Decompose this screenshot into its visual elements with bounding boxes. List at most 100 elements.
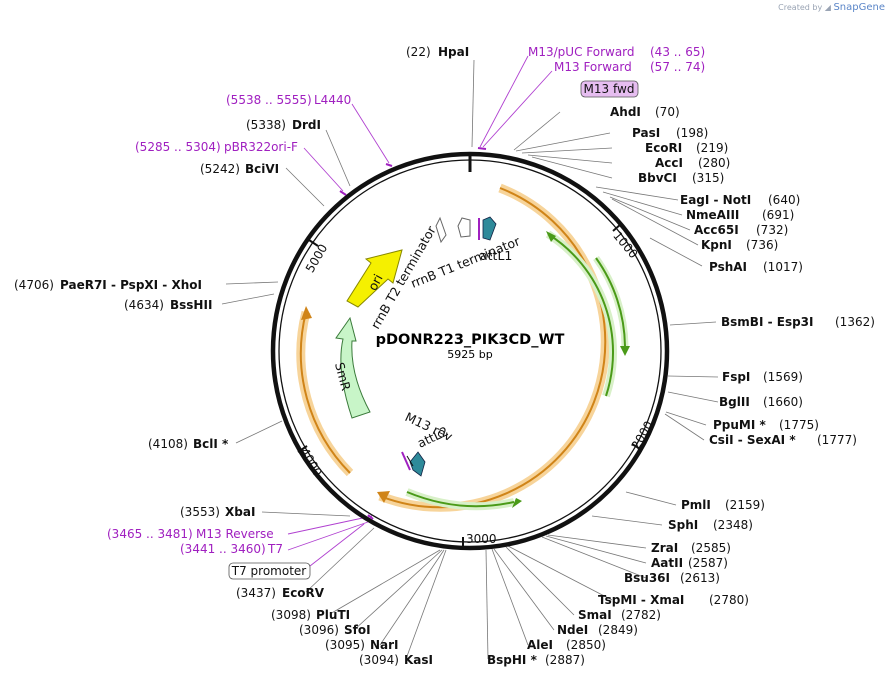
site-name-kasi[interactable]: KasI bbox=[404, 653, 433, 667]
site-name-acci[interactable]: AccI bbox=[655, 156, 683, 170]
site-pos-bcivi: (5242) bbox=[200, 162, 240, 176]
tick-label-3000: 3000 bbox=[466, 532, 497, 546]
site-pos-pmli: (2159) bbox=[725, 498, 765, 512]
m13fwd-box-label: M13 fwd bbox=[584, 82, 635, 96]
site-name-pshai[interactable]: PshAI bbox=[709, 260, 747, 274]
t7-promoter-box-label: T7 promoter bbox=[231, 564, 307, 578]
rrnb-t1-terminator-glyph bbox=[457, 217, 471, 238]
site-pos-nmeaiii: (691) bbox=[762, 208, 794, 222]
site-name-ndei[interactable]: NdeI bbox=[557, 623, 588, 637]
primer-range-l4440: (5538 .. 5555) bbox=[226, 93, 312, 107]
site-pos-csii-sexai: (1777) bbox=[817, 433, 857, 447]
primer-name-t7[interactable]: T7 bbox=[267, 542, 283, 556]
site-name-sfoi[interactable]: SfoI bbox=[344, 623, 371, 637]
site-name-nmeaiii[interactable]: NmeAIII bbox=[686, 208, 739, 222]
site-pos-paer7i-pspxi-xhoi: (4706) bbox=[14, 278, 54, 292]
primer-range-pbr322ori-f: (5285 .. 5304) bbox=[135, 140, 221, 154]
scale-tick-marks bbox=[297, 223, 643, 548]
t7-promoter-box[interactable] bbox=[228, 562, 311, 580]
primer-name-m13-forward[interactable]: M13 Forward bbox=[554, 60, 632, 74]
site-name-pasi[interactable]: PasI bbox=[632, 126, 660, 140]
site-name-alei[interactable]: AleI bbox=[527, 638, 553, 652]
site-name-fspi[interactable]: FspI bbox=[722, 370, 750, 384]
orf-arc-2-arrowhead bbox=[620, 346, 630, 356]
site-name-bsshii[interactable]: BssHII bbox=[170, 298, 212, 312]
site-name-zrai[interactable]: ZraI bbox=[651, 541, 678, 555]
site-pos-fspi: (1569) bbox=[763, 370, 803, 384]
m13fwd-box[interactable] bbox=[580, 80, 639, 98]
primer-name-pbr322ori-f[interactable]: pBR322ori-F bbox=[224, 140, 298, 154]
site-pos-bsphi: (2887) bbox=[545, 653, 585, 667]
attl2-feature bbox=[409, 451, 426, 477]
site-name-csii-sexai[interactable]: CsiI - SexAI * bbox=[709, 433, 796, 447]
site-pos-tspmi-xmai: (2780) bbox=[709, 593, 749, 607]
site-name-bcli[interactable]: BclI * bbox=[193, 437, 229, 451]
site-name-bsmbi-esp3i[interactable]: BsmBI - Esp3I bbox=[721, 315, 813, 329]
credit-prefix: Created by bbox=[778, 3, 823, 12]
site-pos-nari: (3095) bbox=[325, 638, 365, 652]
primer-range-m13-puc-forward: (43 .. 65) bbox=[650, 45, 705, 59]
site-pos-bcli: (4108) bbox=[148, 437, 188, 451]
orf-arc-1 bbox=[547, 233, 614, 397]
site-name-ecorv[interactable]: EcoRV bbox=[282, 586, 325, 600]
site-name-hpai[interactable]: HpaI bbox=[438, 45, 469, 59]
orf-arc-3-arrowhead bbox=[512, 498, 522, 508]
tick-label-4000: 4000 bbox=[297, 445, 324, 478]
site-pos-bsmbi-esp3i: (1362) bbox=[835, 315, 875, 329]
primer-name-m13-reverse[interactable]: M13 Reverse bbox=[196, 527, 274, 541]
site-name-drdi[interactable]: DrdI bbox=[292, 118, 321, 132]
site-pos-sphi: (2348) bbox=[713, 518, 753, 532]
site-pos-xbai: (3553) bbox=[180, 505, 220, 519]
site-name-nari[interactable]: NarI bbox=[370, 638, 399, 652]
left-arc bbox=[299, 311, 351, 474]
primer-site-marks bbox=[339, 147, 487, 520]
snapgene-logo-icon: ◢ bbox=[824, 3, 831, 12]
site-pos-pshai: (1017) bbox=[763, 260, 803, 274]
site-pos-alei: (2850) bbox=[566, 638, 606, 652]
site-name-ppumi[interactable]: PpuMI * bbox=[713, 418, 767, 432]
site-pos-ahdi: (70) bbox=[655, 105, 680, 119]
site-name-bcivi[interactable]: BciVI bbox=[245, 162, 279, 176]
site-pos-kasi: (3094) bbox=[359, 653, 399, 667]
site-pos-ndei: (2849) bbox=[598, 623, 638, 637]
primer-name-m13-puc-forward[interactable]: M13/pUC Forward bbox=[528, 45, 635, 59]
smr-label: SmR bbox=[332, 361, 354, 393]
site-name-kpni[interactable]: KpnI bbox=[701, 238, 732, 252]
site-name-paer7i-pspxi-xhoi[interactable]: PaeR7I - PspXI - XhoI bbox=[60, 278, 202, 292]
smr-feature bbox=[335, 316, 371, 419]
ori-label: ori bbox=[365, 272, 386, 293]
primer-leader-lines bbox=[287, 55, 553, 567]
site-name-bsu36i[interactable]: Bsu36I bbox=[624, 571, 670, 585]
site-pos-acc65i: (732) bbox=[756, 223, 788, 237]
site-name-sphi[interactable]: SphI bbox=[668, 518, 698, 532]
site-name-pluti[interactable]: PluTI bbox=[316, 608, 350, 622]
site-name-acc65i[interactable]: Acc65I bbox=[694, 223, 739, 237]
site-name-bbvci[interactable]: BbvCI bbox=[638, 171, 677, 185]
primer-name-l4440[interactable]: L4440 bbox=[314, 93, 351, 107]
site-name-ahdi[interactable]: AhdI bbox=[610, 105, 641, 119]
primer-range-m13-reverse: (3465 .. 3481) bbox=[107, 527, 193, 541]
site-name-pmli[interactable]: PmlI bbox=[681, 498, 711, 512]
site-name-ecori[interactable]: EcoRI bbox=[645, 141, 682, 155]
plasmid-name: pDONR223_PIK3CD_WT bbox=[376, 332, 565, 348]
site-name-smai[interactable]: SmaI bbox=[578, 608, 612, 622]
primer-range-t7: (3441 .. 3460) bbox=[180, 542, 266, 556]
site-pos-hpai: (22) bbox=[406, 45, 431, 59]
site-pos-ecori: (219) bbox=[696, 141, 728, 155]
site-name-aatii[interactable]: AatII bbox=[651, 556, 683, 570]
site-name-eagi-noti[interactable]: EagI - NotI bbox=[680, 193, 751, 207]
site-pos-ppumi: (1775) bbox=[779, 418, 819, 432]
site-pos-ecorv: (3437) bbox=[236, 586, 276, 600]
site-name-bglii[interactable]: BglII bbox=[719, 395, 750, 409]
rrnb-t2-terminator-glyph bbox=[435, 216, 447, 244]
site-name-xbai[interactable]: XbaI bbox=[225, 505, 255, 519]
site-name-bsphi[interactable]: BspHI * bbox=[487, 653, 538, 667]
site-pos-pasi: (198) bbox=[676, 126, 708, 140]
credit-brand: SnapGene bbox=[833, 2, 885, 13]
site-name-tspmi-xmai[interactable]: TspMI - XmaI bbox=[598, 593, 684, 607]
site-pos-bsu36i: (2613) bbox=[680, 571, 720, 585]
ori-feature bbox=[346, 249, 403, 308]
site-pos-bglii: (1660) bbox=[763, 395, 803, 409]
left-arc-arrowhead bbox=[301, 306, 312, 320]
